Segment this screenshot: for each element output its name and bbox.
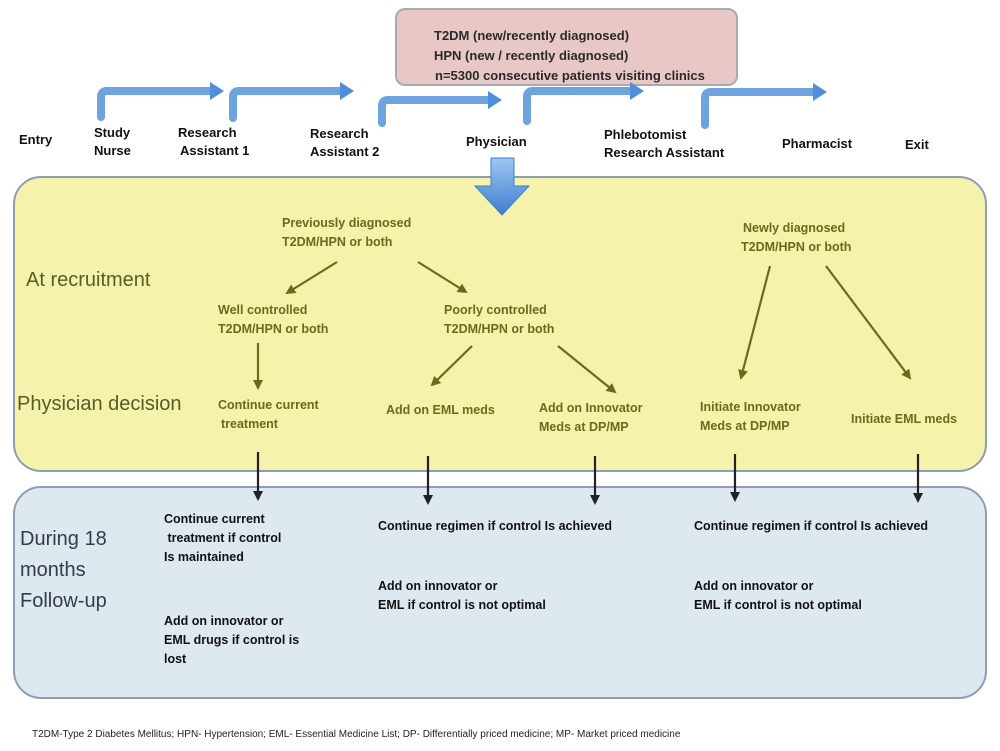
continue-current-followup: Continue current treatment if control Is… bbox=[164, 512, 282, 564]
stage-study-nurse: Study Nurse bbox=[94, 125, 131, 158]
well-controlled-node: Well controlled T2DM/HPN or both bbox=[218, 303, 329, 336]
initiate-innovator-decision: Initiate Innovator Meds at DP/MP bbox=[700, 400, 801, 433]
workflow-curved-arrows bbox=[97, 87, 819, 129]
flow-arrow-nurse-ra1 bbox=[97, 87, 216, 121]
stage-research-assistant-2: Research Assistant 2 bbox=[310, 126, 380, 159]
stage-pharmacist: Pharmacist bbox=[782, 136, 853, 151]
footnote: T2DM-Type 2 Diabetes Mellitus; HPN- Hype… bbox=[32, 729, 681, 740]
at-recruitment-label: At recruitment bbox=[26, 269, 151, 291]
flow-head-2 bbox=[340, 82, 354, 100]
stage-entry: Entry bbox=[19, 132, 53, 147]
flow-arrow-physician-phleb bbox=[523, 87, 636, 125]
population-line-1: T2DM (new/recently diagnosed) bbox=[434, 28, 630, 43]
previously-diagnosed-node: Previously diagnosed T2DM/HPN or both bbox=[282, 216, 412, 249]
flow-arrow-ra2-physician bbox=[378, 96, 494, 127]
newly-diagnosed-node: Newly diagnosed T2DM/HPN or both bbox=[741, 221, 852, 254]
add-if-not-optimal-mid: Add on innovator or EML if control is no… bbox=[378, 579, 546, 612]
physician-decision-label: Physician decision bbox=[17, 393, 182, 415]
followup-arrows bbox=[253, 452, 923, 505]
population-line-3: n=5300 consecutive patients visiting cli… bbox=[435, 68, 705, 83]
continue-regimen-mid: Continue regimen if control Is achieved bbox=[378, 519, 613, 533]
arrow-prev-to-poor bbox=[417, 261, 468, 294]
physician-down-arrow bbox=[473, 157, 531, 216]
flow-head-1 bbox=[210, 82, 224, 100]
population-line-2: HPN (new / recently diagnosed) bbox=[434, 48, 629, 63]
add-innovator-decision: Add on Innovator Meds at DP/MP bbox=[539, 401, 643, 434]
continue-current-decision: Continue current treatment bbox=[218, 398, 319, 431]
initiate-eml-decision: Initiate EML meds bbox=[851, 412, 958, 426]
poorly-controlled-node: Poorly controlled T2DM/HPN or both bbox=[444, 303, 555, 336]
flow-head-4 bbox=[630, 82, 644, 100]
add-if-not-optimal-right: Add on innovator or EML if control is no… bbox=[694, 579, 862, 612]
arrow-new-to-initiate-innovator bbox=[738, 265, 772, 380]
recruitment-arrows bbox=[253, 261, 912, 394]
stage-exit: Exit bbox=[905, 137, 929, 152]
followup-label: During 18 months Follow-up bbox=[20, 528, 107, 612]
arrow-poor-to-innovator bbox=[557, 345, 617, 394]
stage-physician: Physician bbox=[466, 134, 527, 149]
population-box: T2DM (new/recently diagnosed) HPN (new /… bbox=[395, 8, 738, 86]
flow-head-3 bbox=[488, 91, 502, 109]
stage-phlebotomist: Phlebotomist Research Assistant bbox=[604, 127, 725, 160]
workflow-arrowheads bbox=[210, 82, 827, 109]
followup-panel bbox=[13, 486, 987, 699]
add-eml-decision: Add on EML meds bbox=[386, 403, 495, 417]
arrow-poor-to-eml bbox=[430, 345, 473, 387]
stage-research-assistant-1: Research Assistant 1 bbox=[178, 125, 250, 158]
flow-head-5 bbox=[813, 83, 827, 101]
flow-arrow-ra1-ra2 bbox=[229, 87, 346, 122]
arrow-prev-to-well bbox=[285, 261, 338, 295]
flow-arrow-phleb-pharm bbox=[701, 88, 819, 129]
continue-regimen-right: Continue regimen if control Is achieved bbox=[694, 519, 929, 533]
arrow-new-to-initiate-eml bbox=[825, 265, 912, 380]
add-if-lost-followup: Add on innovator or EML drugs if control… bbox=[164, 614, 300, 666]
